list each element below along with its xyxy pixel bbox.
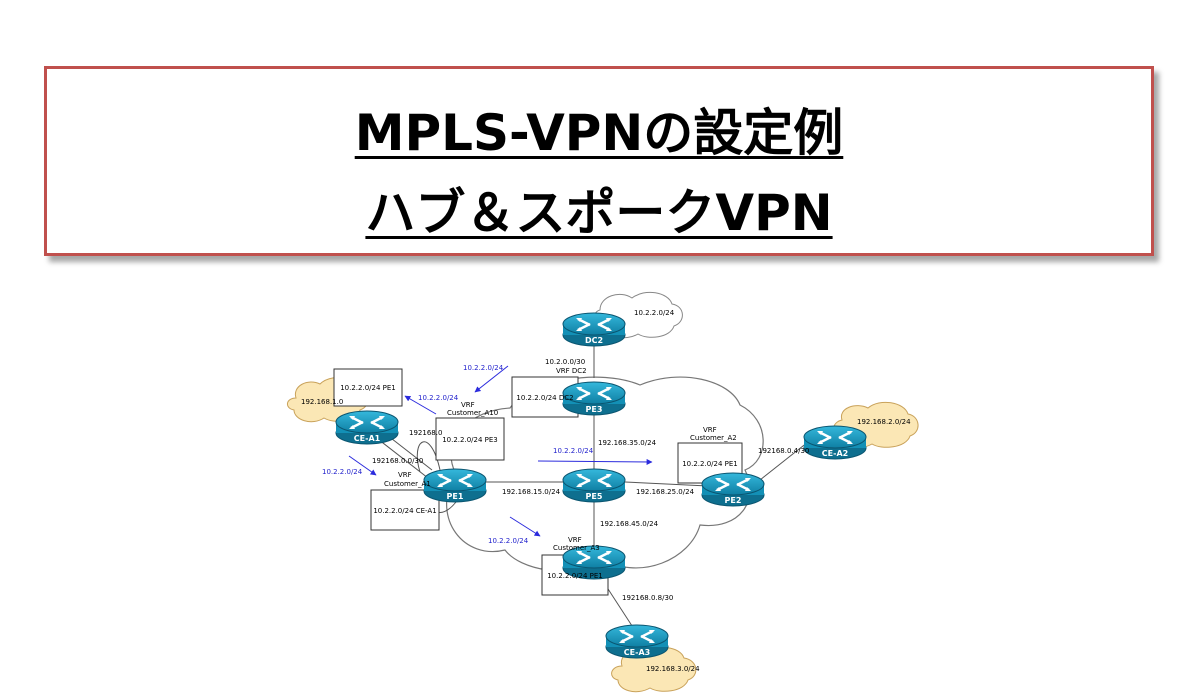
vrf-a10-l1: VRF (461, 401, 475, 409)
route-text-pe2: 10.2.2.0/24 PE1 (682, 460, 738, 468)
link-pe4-ce-a3: 192168.0.8/30 (622, 594, 673, 602)
vrf-dc2: VRF DC2 (556, 367, 587, 375)
router-label-dc2: DC2 (585, 336, 603, 345)
link-pe1-ce-a1-b: 192168.0.0/30 (372, 457, 423, 465)
net-dc2-lan: 10.2.2.0/24 (634, 309, 675, 317)
vrf-a1-l2: Customer_A1 (384, 480, 431, 488)
route-text-pe1-a1: 10.2.2.0/24 CE-A1 (373, 507, 436, 515)
route-table-ce-a1 (333, 368, 403, 407)
advert-pe5: 10.2.2.0/24 (553, 447, 594, 455)
link-pe5-pe4: 192.168.45.0/24 (600, 520, 659, 528)
route-text-pe4: 10.2.2.0/24 PE1 (547, 572, 603, 580)
vrf-a10-l2: Customer_A10 (447, 409, 498, 417)
title-line-2: ハブ＆スポークVPN (365, 184, 833, 242)
link-pe2-ce-a2: 192168.0.4/30 (758, 447, 809, 455)
link-pe1-pe5: 192.168.15.0/24 (502, 488, 561, 496)
advert-top: 10.2.2.0/24 (463, 364, 504, 372)
advert-pe4: 10.2.2.0/24 (488, 537, 529, 545)
advert-ce-a1: 10.2.2.0/24 (418, 394, 459, 402)
link-pe1-ce-a1-a: 192168.0 (409, 429, 442, 437)
router-label-pe2: PE2 (725, 496, 742, 505)
router-label-pe3: PE3 (586, 405, 603, 414)
link-dc2-pe3: 10.2.0.0/30 (545, 358, 585, 366)
router-label-pe5: PE5 (586, 492, 603, 501)
router-label-ce-a2: CE-A2 (822, 449, 848, 458)
title-line-1: MPLS-VPNの設定例 (354, 104, 844, 162)
route-table-pe1-a10 (435, 417, 505, 461)
vrf-a2-l2: Customer_A2 (690, 434, 737, 442)
route-arrows (348, 365, 653, 537)
link-pe5-pe2: 192.168.25.0/24 (636, 488, 695, 496)
vrf-a2-l1: VRF (703, 426, 717, 434)
title-box: MPLS-VPNの設定例 ハブ＆スポークVPN (44, 66, 1154, 256)
route-text-ce-a1: 10.2.2.0/24 PE1 (340, 384, 396, 392)
vrf-a1-l1: VRF (398, 471, 412, 479)
vrf-a3-l1: VRF (568, 536, 582, 544)
net-ce-a3-lan: 192.168.3.0/24 (646, 665, 700, 673)
vrf-a3-l2: Customer_A3 (553, 544, 600, 552)
router-label-pe1: PE1 (447, 492, 464, 501)
net-ce-a1-lan: 192.168.1.0 (301, 398, 343, 406)
router-label-ce-a1: CE-A1 (354, 434, 381, 443)
route-text-pe3: 10.2.2.0/24 DC2 (516, 394, 573, 402)
route-text-pe1-a10: 10.2.2.0/24 PE3 (442, 436, 498, 444)
link-pe3-pe5: 192.168.35.0/24 (598, 439, 657, 447)
advert-left: 10.2.2.0/24 (322, 468, 363, 476)
router-label-ce-a3: CE-A3 (624, 648, 650, 657)
net-ce-a2-lan: 192.168.2.0/24 (857, 418, 911, 426)
